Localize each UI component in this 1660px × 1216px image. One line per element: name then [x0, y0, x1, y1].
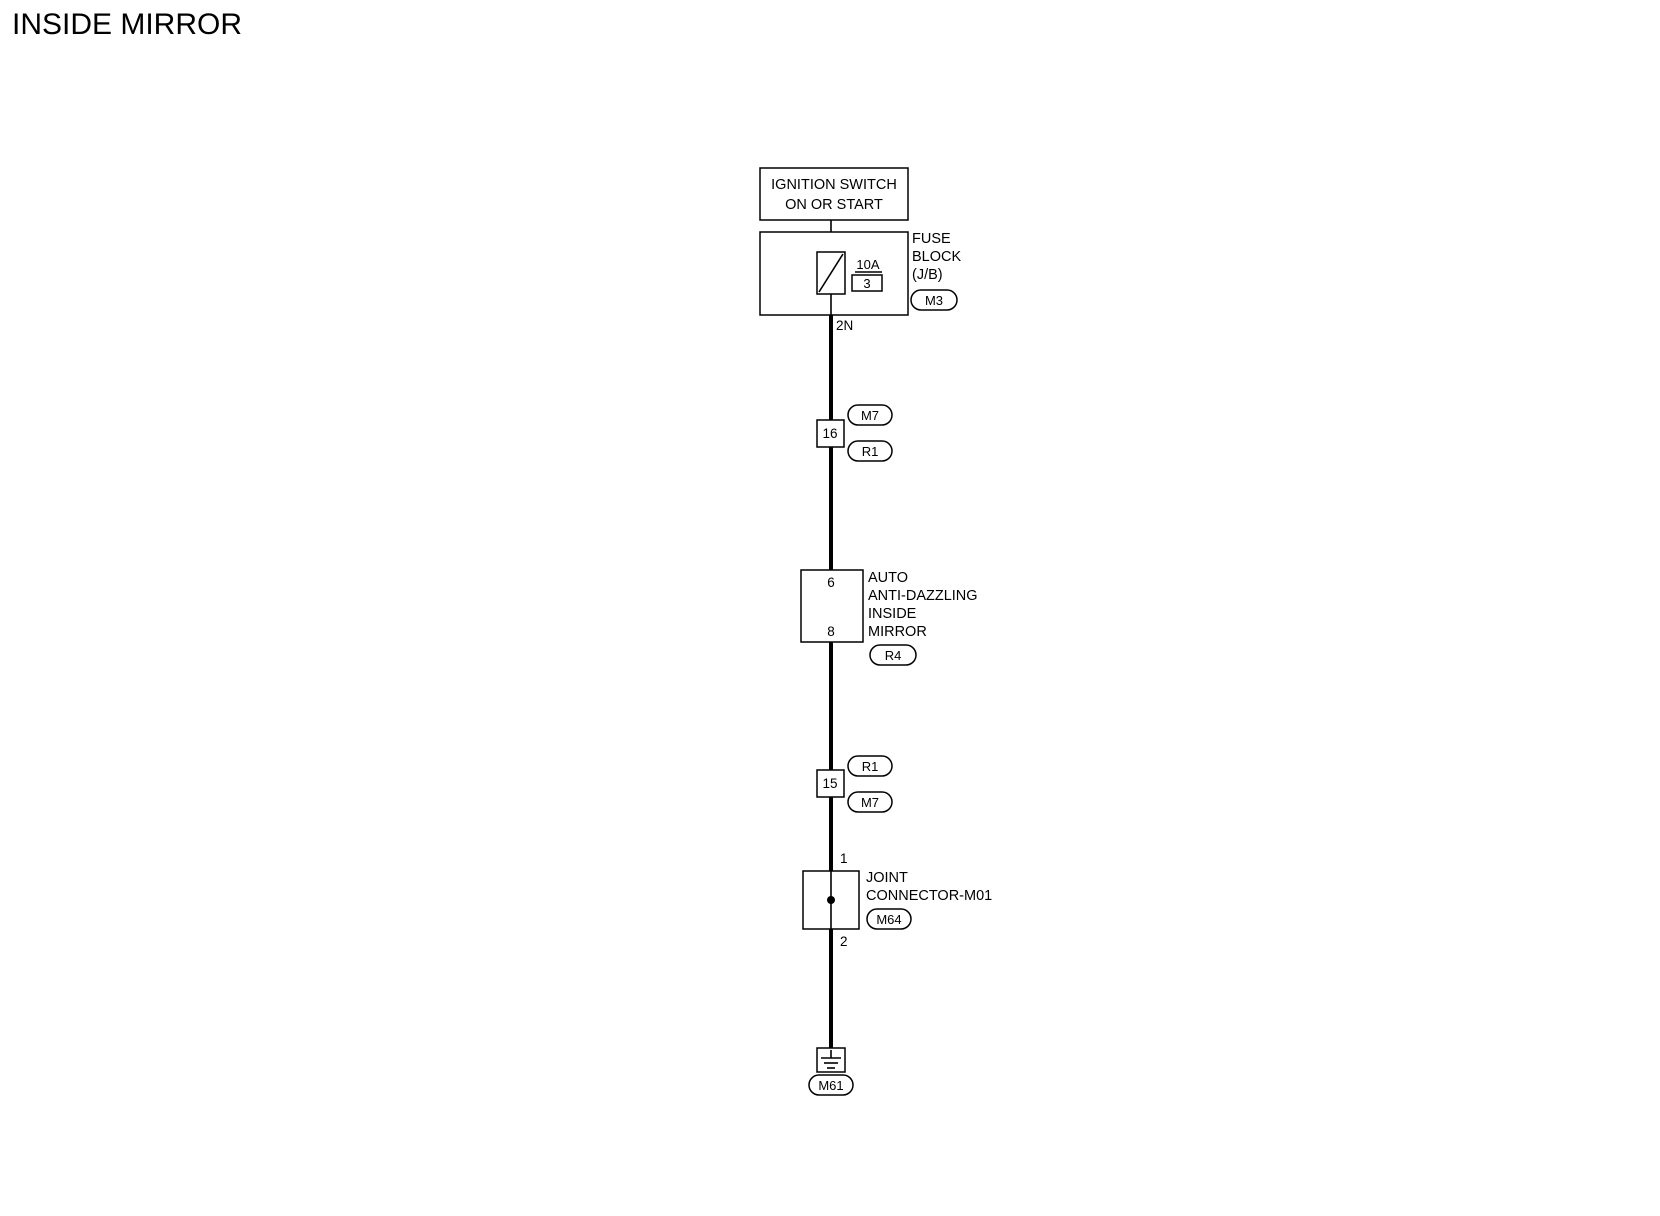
- mirror-label-3: INSIDE: [868, 606, 917, 622]
- inside-mirror: 6 8 AUTO ANTI-DAZZLING INSIDE MIRROR R4: [800, 569, 978, 666]
- joint-pin-top: 1: [840, 851, 848, 866]
- harness-upper-bottom-pill: [847, 440, 893, 462]
- fuse-terminal-label: 2N: [836, 318, 853, 333]
- ground: M61: [808, 1047, 854, 1096]
- page-title: INSIDE MIRROR: [12, 8, 243, 41]
- fuse-block: 10A 3 FUSE BLOCK (J/B) M3: [759, 231, 961, 316]
- harness-upper-pin: 16: [822, 426, 837, 441]
- joint-pin-bottom: 2: [840, 934, 848, 949]
- mirror-connector-pill: [869, 644, 917, 666]
- ignition-switch: IGNITION SWITCH ON OR START: [759, 167, 909, 221]
- harness-connector-lower: 15 R1 M7: [816, 755, 893, 813]
- ignition-switch-label-2: ON OR START: [785, 197, 883, 213]
- joint-label-1: JOINT: [866, 870, 908, 886]
- harness-connector-upper: 16 M7 R1: [816, 404, 893, 462]
- ground-connector-pill: [808, 1074, 854, 1096]
- harness-lower-bottom-pill: [847, 791, 893, 813]
- joint-connector-id: M64: [876, 912, 901, 927]
- joint-label-2: CONNECTOR-M01: [866, 888, 992, 904]
- mirror-connector: R4: [885, 648, 902, 663]
- mirror-label-1: AUTO: [868, 570, 908, 586]
- fuse-block-connector: M3: [925, 293, 943, 308]
- joint-splice-dot: [827, 896, 835, 904]
- fuse-block-connector-pill: [910, 289, 958, 311]
- harness-upper-top-connector: M7: [861, 408, 879, 423]
- ignition-switch-label-1: IGNITION SWITCH: [771, 177, 897, 193]
- ground-connector: M61: [818, 1078, 843, 1093]
- harness-upper-bottom-connector: R1: [862, 444, 879, 459]
- fuse-block-label-1: FUSE: [912, 231, 951, 247]
- harness-lower-pin: 15: [822, 776, 837, 791]
- harness-lower-top-connector: R1: [862, 759, 879, 774]
- mirror-label-2: ANTI-DAZZLING: [868, 588, 978, 604]
- harness-lower-bottom-connector: M7: [861, 795, 879, 810]
- fuse-block-label-2: BLOCK: [912, 249, 961, 265]
- fuse-number: 3: [863, 276, 870, 291]
- mirror-pin-bottom: 8: [827, 624, 835, 639]
- fuse-rating: 10A: [856, 257, 879, 272]
- mirror-pin-top: 6: [827, 575, 835, 590]
- fuse-number-box: [851, 274, 883, 292]
- joint-connector: 1 2 JOINT CONNECTOR-M01 M64: [802, 851, 992, 949]
- mirror-label-4: MIRROR: [868, 624, 927, 640]
- joint-connector-pill: [866, 908, 912, 930]
- harness-upper-top-pill: [847, 404, 893, 426]
- harness-lower-top-pill: [847, 755, 893, 777]
- fuse-block-label-3: (J/B): [912, 267, 943, 283]
- fuse-element: [818, 253, 844, 293]
